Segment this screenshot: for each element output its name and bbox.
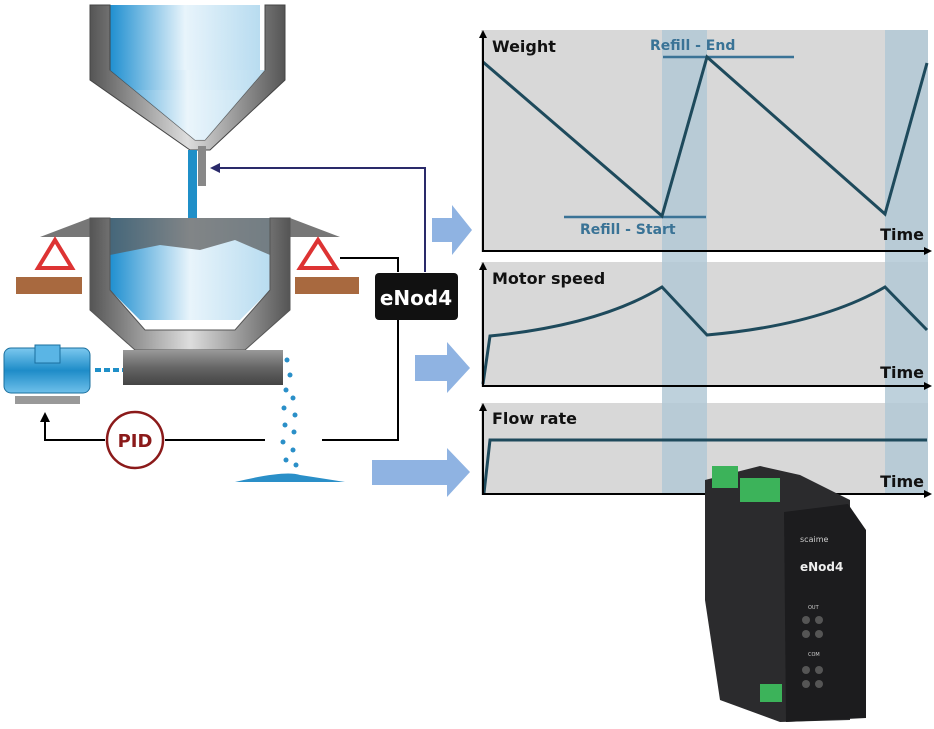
refill-valve <box>198 146 206 186</box>
weight-title: Weight <box>492 37 556 56</box>
signal-wiring <box>40 163 426 441</box>
motor-speed-title: Motor speed <box>492 269 605 288</box>
terminal-block <box>712 466 738 488</box>
arrow-to-motor-chart <box>415 342 470 393</box>
load-cell-left <box>16 236 82 294</box>
device-model: eNod4 <box>800 560 843 574</box>
refill-band-2 <box>885 30 928 495</box>
terminal-block <box>760 684 782 702</box>
refill-stream <box>188 150 197 250</box>
enod4-device: scaime eNod4 OUT COM <box>705 466 866 722</box>
motor-speed-x-label: Time <box>880 363 924 382</box>
pid-label: PID <box>118 431 153 452</box>
led-indicators <box>802 616 823 688</box>
refill-band-1 <box>662 30 707 495</box>
refill-start-label: Refill - Start <box>580 222 676 238</box>
led-group-out: OUT <box>808 605 820 611</box>
arrow-to-flow-chart <box>372 448 470 497</box>
motor <box>3 344 91 404</box>
screw-feeder <box>123 350 283 385</box>
refill-hopper <box>89 4 286 250</box>
enod4-controller-box: eNod4 <box>375 273 458 320</box>
pid-block: PID <box>105 410 165 470</box>
led-group-com: COM <box>808 652 820 658</box>
flow-rate-trace <box>482 438 927 494</box>
flow-rate-x-label: Time <box>880 472 924 491</box>
terminal-block <box>740 478 780 502</box>
motor-speed-chart: Motor speed Time <box>479 262 932 390</box>
weight-x-label: Time <box>880 225 924 244</box>
weigh-hopper <box>40 217 340 351</box>
weight-trace <box>482 54 929 219</box>
flow-rate-title: Flow rate <box>492 409 577 428</box>
falling-material <box>235 357 345 482</box>
enod4-label: eNod4 <box>380 286 452 310</box>
refill-end-label: Refill - End <box>650 38 735 54</box>
motor-speed-trace <box>481 285 929 385</box>
load-cell-right <box>295 236 359 294</box>
arrow-to-weight-chart <box>432 205 472 255</box>
weight-chart: Weight Refill - End Refill - Start Time <box>479 30 932 255</box>
flow-rate-chart: Flow rate Time <box>479 403 932 498</box>
device-brand: scaime <box>800 535 828 544</box>
